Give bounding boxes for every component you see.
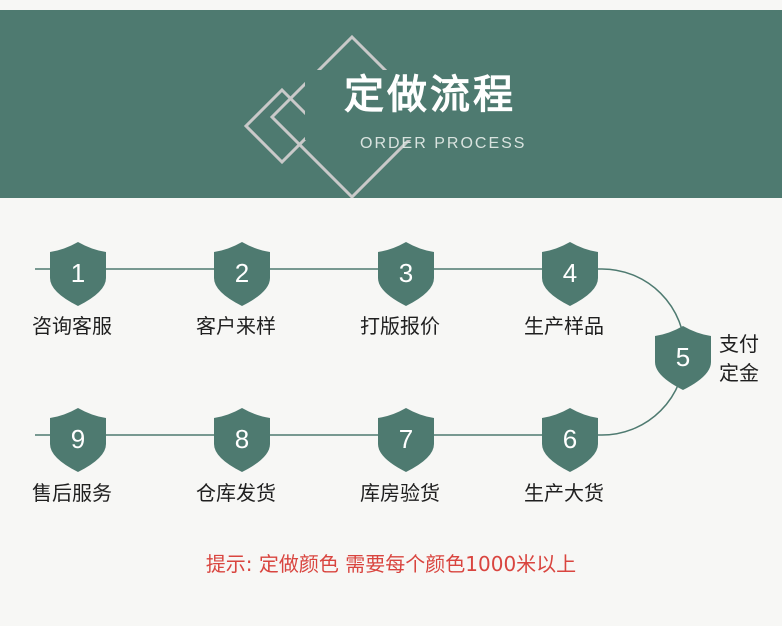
step-9-label: 售后服务 — [32, 481, 112, 505]
step-7-label: 库房验货 — [360, 481, 440, 505]
step-4-number: 4 — [562, 258, 578, 288]
step-3-label: 打版报价 — [360, 314, 440, 338]
step-6-number: 6 — [562, 424, 578, 454]
step-3-badge — [378, 242, 434, 306]
step-8-label: 仓库发货 — [196, 481, 276, 505]
step-5-label-line2: 定金 — [719, 361, 759, 385]
page-title: 定做流程 — [344, 72, 516, 118]
page-subtitle: ORDER PROCESS — [360, 135, 527, 152]
step-2-number: 2 — [234, 258, 250, 288]
step-2-label: 客户来样 — [196, 314, 276, 338]
step-3-number: 3 — [398, 258, 414, 288]
step-5-label-line1: 支付 — [719, 332, 759, 356]
step-4-label: 生产样品 — [524, 314, 604, 338]
step-1-number: 1 — [70, 258, 86, 288]
step-1-badge — [50, 242, 106, 306]
diamond-decoration — [243, 34, 535, 198]
step-9-badge — [50, 408, 106, 472]
step-5-number: 5 — [675, 342, 691, 372]
step-2-badge — [214, 242, 270, 306]
step-7-badge — [378, 408, 434, 472]
step-6-label: 生产大货 — [524, 481, 604, 505]
step-9-number: 9 — [70, 424, 86, 454]
step-5-badge — [655, 326, 711, 390]
step-1-label: 咨询客服 — [32, 314, 112, 338]
step-4-badge — [542, 242, 598, 306]
step-7-number: 7 — [398, 424, 414, 454]
step-8-number: 8 — [234, 424, 250, 454]
step-8-badge — [214, 408, 270, 472]
order-tip: 提示: 定做颜色 需要每个颜色1000米以上 — [205, 552, 577, 576]
step-6-badge — [542, 408, 598, 472]
header-banner: 定做流程 ORDER PROCESS — [0, 10, 782, 198]
